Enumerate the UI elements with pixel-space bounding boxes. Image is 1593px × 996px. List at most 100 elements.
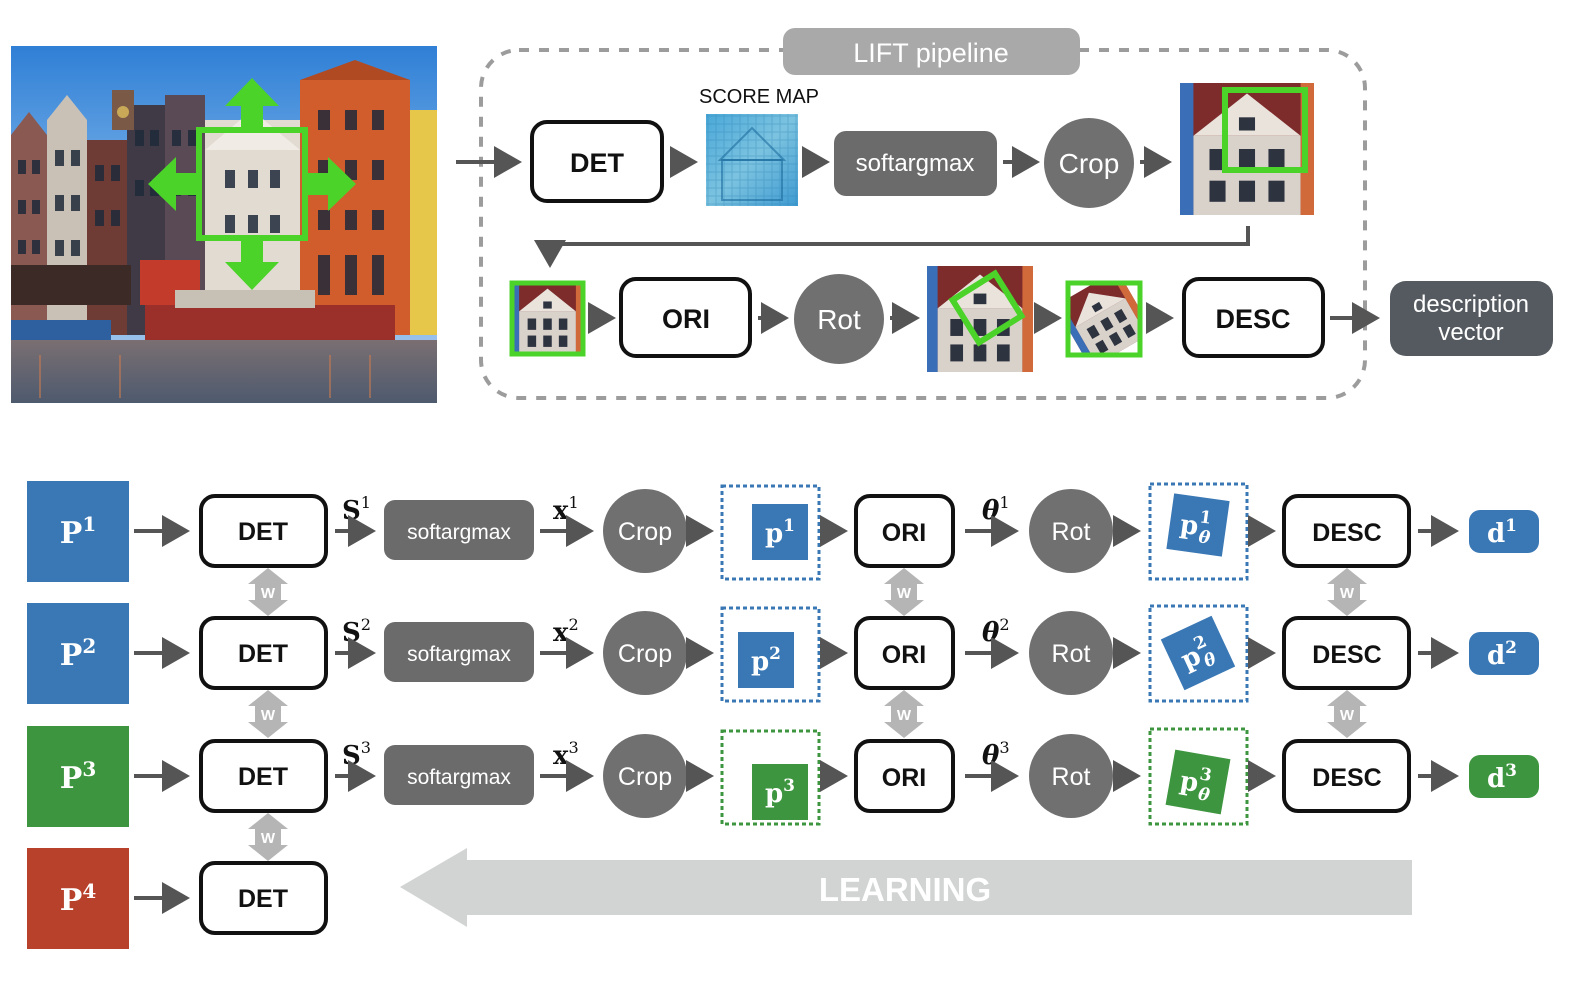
desc-shared-weights-1: W: [1327, 568, 1367, 616]
rot-circle-2: Rot: [1029, 611, 1113, 695]
desc-shared-weights-2: W: [1327, 690, 1367, 738]
rotated-patch-1: p1θ: [1148, 482, 1249, 581]
top-rot-label: Rot: [817, 304, 861, 335]
crop-circle-1: Crop: [603, 489, 687, 573]
top-ori-label: ORI: [662, 304, 710, 334]
patch-symbol: p2: [751, 644, 781, 677]
rot-circle-3: Rot: [1029, 734, 1113, 818]
descriptor-output-2: d2: [1469, 632, 1539, 675]
ori-box-1: ORI: [854, 494, 955, 568]
score-map-symbol: S1: [342, 493, 371, 526]
ori-shared-weights-2: W: [884, 690, 924, 738]
input-patch-2: P2: [27, 603, 129, 704]
top-det-label: DET: [570, 148, 625, 178]
patch-label: P4: [60, 879, 97, 918]
shared-weight-label: W: [897, 585, 912, 602]
ori-box-2: ORI: [854, 616, 955, 690]
softargmax-box-1: softargmax: [384, 500, 534, 560]
softargmax-label: softargmax: [407, 521, 511, 544]
crop-label: Crop: [618, 763, 672, 791]
score-map-image: [706, 114, 798, 206]
rotated-patch-symbol: p3θ: [1177, 761, 1215, 806]
cropped-patch-3: p3: [720, 729, 821, 826]
crop-region-image: [1180, 83, 1314, 215]
rot-label: Rot: [1052, 518, 1091, 546]
rotated-patch-3: p3θ: [1148, 727, 1249, 826]
orientation-symbol: θ3: [982, 738, 1010, 771]
top-arrows: [456, 146, 1380, 334]
learning-label: LEARNING: [819, 871, 991, 908]
crop-circle-2: Crop: [603, 611, 687, 695]
crop-circle-3: Crop: [603, 734, 687, 818]
softargmax-label: softargmax: [407, 643, 511, 666]
patch-label: P1: [60, 512, 96, 551]
descriptor-symbol: d3: [1487, 761, 1517, 794]
shared-weight-label: W: [261, 585, 276, 602]
softargmax-label: softargmax: [407, 766, 511, 789]
patch-label: P2: [60, 634, 96, 673]
desc-label: DESC: [1312, 764, 1381, 792]
keypoint-symbol: x1: [553, 493, 579, 526]
keypoint-symbol: x2: [553, 615, 579, 648]
det-box-2: DET: [199, 616, 328, 690]
rot-label: Rot: [1052, 640, 1091, 668]
rotation-image: [927, 266, 1033, 372]
ori-label: ORI: [882, 764, 926, 792]
desc-box-3: DESC: [1282, 739, 1411, 813]
shared-weight-label: W: [261, 707, 276, 724]
shared-weight-label: W: [1340, 707, 1355, 724]
desc-label: DESC: [1312, 641, 1381, 669]
top-crop-circle: Crop: [1044, 118, 1134, 208]
top-crop-label: Crop: [1059, 148, 1120, 179]
top-softargmax-label: softargmax: [856, 150, 975, 177]
shared-weight-label: W: [1340, 585, 1355, 602]
siamese-row-4: P4 DET: [27, 848, 328, 949]
ori-shared-weights-1: W: [884, 568, 924, 616]
det-shared-weights-2: W: [248, 690, 288, 738]
patch-symbol: p3: [765, 776, 795, 809]
cropped-patch-2: p2: [720, 606, 821, 703]
det-shared-weights-3: W: [248, 813, 288, 861]
ori-label: ORI: [882, 519, 926, 547]
det-label: DET: [238, 640, 288, 668]
top-desc-box: DESC: [1182, 277, 1325, 358]
learning-arrow: LEARNING: [400, 848, 1412, 927]
det-shared-weights-1: W: [248, 568, 288, 616]
desc-box-1: DESC: [1282, 494, 1411, 568]
output-line1: description: [1413, 291, 1529, 318]
patch-image-1: [509, 280, 586, 357]
crop-label: Crop: [618, 640, 672, 668]
det-box-4: DET: [199, 861, 328, 935]
descriptor-output-3: d3: [1469, 755, 1539, 798]
top-softargmax-box: softargmax: [834, 131, 997, 196]
orientation-symbol: θ1: [982, 493, 1010, 526]
keypoint-symbol: x3: [553, 738, 579, 771]
top-ori-box: ORI: [619, 277, 752, 358]
desc-box-2: DESC: [1282, 616, 1411, 690]
city-photo: [11, 46, 437, 403]
top-rot-circle: Rot: [794, 274, 884, 364]
output-line2: vector: [1438, 319, 1503, 346]
cropped-patch-1: p1: [720, 484, 821, 581]
crop-label: Crop: [618, 518, 672, 546]
det-label: DET: [238, 518, 288, 546]
input-patch-3: P3: [27, 726, 129, 827]
det-label: DET: [238, 763, 288, 791]
lift-pipeline-label: LIFT pipeline: [783, 28, 1080, 75]
shared-weight-label: W: [261, 830, 276, 847]
shared-weight-label: W: [897, 707, 912, 724]
orientation-symbol: θ2: [982, 615, 1010, 648]
pipeline-title: LIFT pipeline: [853, 38, 1009, 68]
ori-label: ORI: [882, 641, 926, 669]
det-box-1: DET: [199, 494, 328, 568]
softargmax-box-2: softargmax: [384, 622, 534, 682]
desc-label: DESC: [1312, 519, 1381, 547]
rot-label: Rot: [1052, 763, 1091, 791]
patch-symbol: p1: [765, 516, 795, 549]
descriptor-symbol: d1: [1487, 516, 1517, 549]
